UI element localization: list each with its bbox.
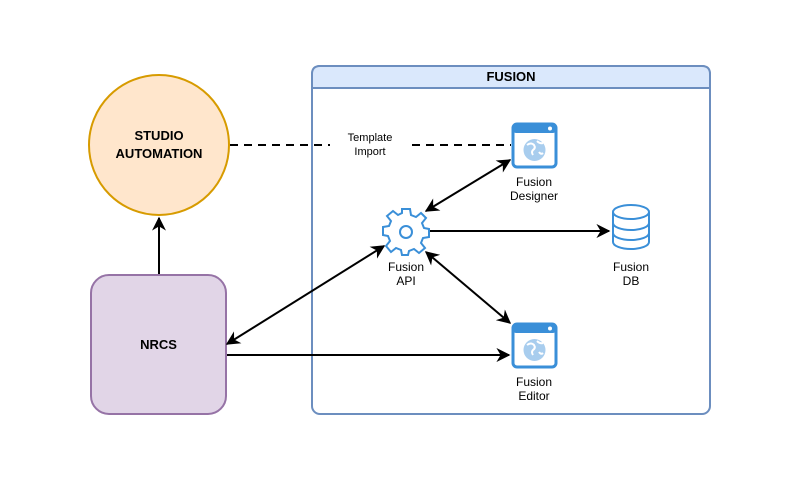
- edge-api-designer: [424, 159, 512, 212]
- fusion-designer-line1: Fusion: [515, 175, 553, 189]
- fusion-api-label: Fusion API: [356, 260, 456, 288]
- edge-nrcs-api: [225, 245, 386, 345]
- studio-automation-node[interactable]: [88, 74, 230, 216]
- template-import-line1: Template: [347, 132, 393, 144]
- template-import-line2: Import: [354, 146, 386, 158]
- nrcs-label: NRCS: [140, 337, 177, 352]
- fusion-editor-line2: Editor: [518, 389, 550, 403]
- fusion-container-title: FUSION: [486, 69, 536, 84]
- fusion-designer-label: Fusion Designer: [484, 175, 584, 203]
- fusion-editor-icon[interactable]: [511, 322, 558, 369]
- database-icon[interactable]: [612, 204, 650, 250]
- fusion-editor-label: Fusion Editor: [484, 375, 584, 403]
- studio-automation-label: STUDIO AUTOMATION: [89, 127, 229, 163]
- fusion-designer-icon[interactable]: [511, 122, 558, 169]
- template-import-label: Template Import: [330, 131, 410, 159]
- fusion-editor-line1: Fusion: [515, 375, 553, 389]
- fusion-db-label: Fusion DB: [581, 260, 681, 288]
- fusion-db-line2: DB: [622, 274, 640, 288]
- studio-automation-line2: AUTOMATION: [115, 146, 203, 161]
- fusion-api-line1: Fusion: [387, 260, 425, 274]
- edge-api-editor: [424, 251, 512, 324]
- fusion-api-line2: API: [396, 274, 416, 288]
- fusion-db-line1: Fusion: [612, 260, 650, 274]
- fusion-designer-line2: Designer: [509, 189, 559, 203]
- fusion-container: [311, 65, 711, 415]
- studio-automation-line1: STUDIO: [134, 128, 184, 143]
- gear-icon[interactable]: [382, 208, 430, 256]
